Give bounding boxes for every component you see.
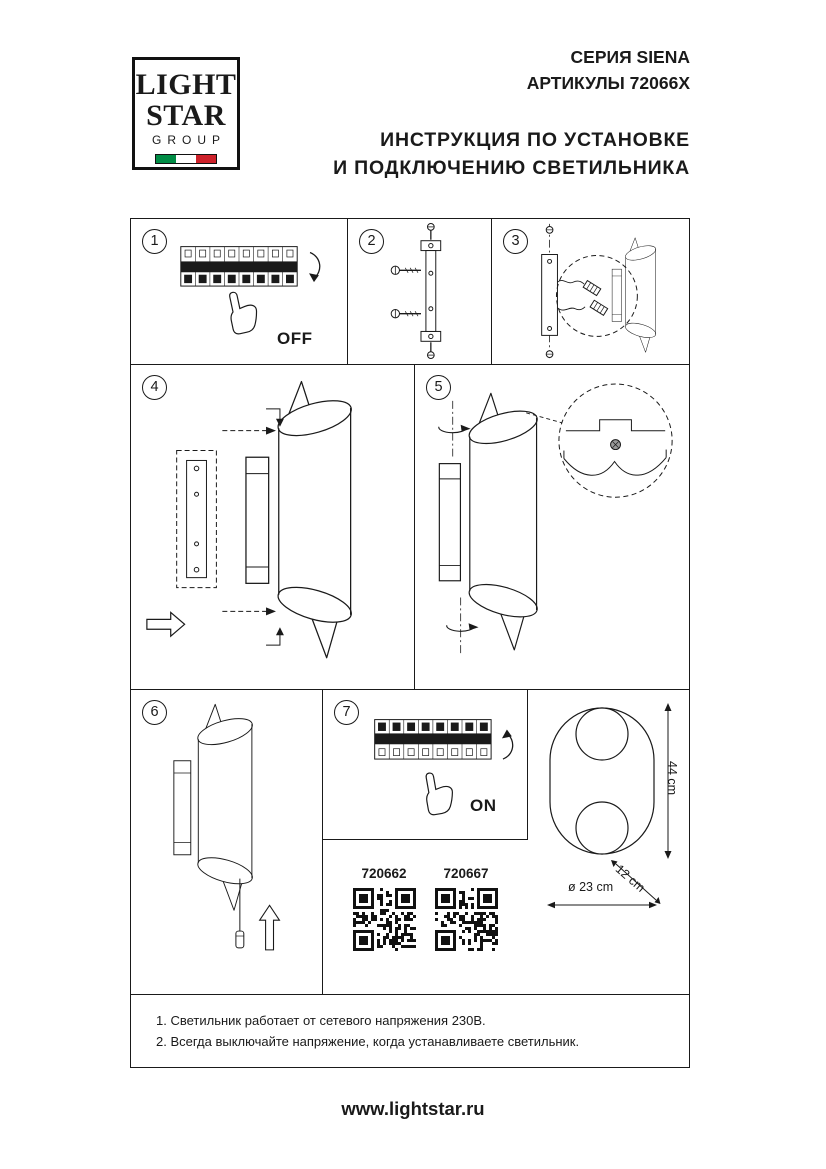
hand-icon <box>225 287 262 336</box>
circuit-breaker-icon <box>374 719 492 760</box>
dashed-arrow-icon <box>222 426 276 435</box>
step1-breaker-off-illustration <box>180 246 321 336</box>
article-qr-section: 720662 720667 <box>352 866 498 956</box>
step-number-badge: 5 <box>426 375 451 400</box>
arrowhead-icon <box>309 273 319 283</box>
screw-icon <box>390 309 421 319</box>
screw-icon <box>426 223 435 240</box>
screw-icon <box>390 265 421 275</box>
diameter-dimension-arrow <box>547 901 657 909</box>
step-5-panel: 5 <box>414 364 690 690</box>
safety-notes: 1. Светильник работает от сетевого напря… <box>130 994 690 1068</box>
doc-title: ИНСТРУКЦИЯ ПО УСТАНОВКЕ И ПОДКЛЮЧЕНИЮ СВ… <box>333 127 690 182</box>
step6-pull-cord-illustration <box>173 703 281 951</box>
bent-arrow-icon <box>266 627 284 646</box>
lamp-side-view <box>611 237 658 353</box>
step-6-panel: 6 <box>130 689 323 995</box>
height-dimension-arrow <box>664 703 672 859</box>
lamp-side-view <box>245 380 356 659</box>
article-left-code: 720662 <box>361 866 407 881</box>
mounting-plate <box>186 459 207 579</box>
product-dimensions: 44 cm 12 cm ø 23 cm <box>528 690 690 995</box>
article-code: АРТИКУЛЫ 72066X <box>526 73 690 93</box>
lamp-side-view <box>438 392 542 651</box>
pull-cord-switch <box>235 878 245 949</box>
step-2-panel: 2 <box>347 218 492 365</box>
qr-code-icon <box>434 888 498 951</box>
detail-leader-line <box>526 412 563 424</box>
hand-icon <box>421 769 457 817</box>
step-number-badge: 1 <box>142 229 167 254</box>
step-7-panel: 7 ON <box>322 689 528 840</box>
mounting-plate <box>541 254 558 336</box>
detail-circle <box>555 255 638 337</box>
website-url: www.lightstar.ru <box>341 1098 485 1119</box>
series-name: СЕРИЯ SIENA <box>570 47 690 67</box>
step-number-badge: 2 <box>359 229 384 254</box>
lamp-front-view <box>547 703 672 909</box>
circuit-breaker-icon <box>180 246 298 287</box>
step-1-panel: 1 OFF <box>130 218 348 365</box>
lightstar-logo: LIGHT STAR GROUP <box>132 57 240 170</box>
lamp-side-view <box>173 703 256 911</box>
step-number-badge: 4 <box>142 375 167 400</box>
step-number-badge: 7 <box>334 700 359 725</box>
diameter-dimension-label: ø 23 cm <box>568 880 614 894</box>
logo-word-star: STAR <box>146 99 226 132</box>
dashed-arrow-icon <box>222 607 276 616</box>
wire <box>557 306 586 311</box>
height-dimension-label: 44 cm <box>665 761 679 796</box>
step5-adjust-illustration <box>438 383 673 656</box>
step-number-badge: 3 <box>503 229 528 254</box>
article-right-code: 720667 <box>443 866 489 881</box>
series-block: СЕРИЯ SIENA АРТИКУЛЫ 72066X <box>527 44 690 96</box>
step2-bracket-illustration <box>390 223 442 359</box>
detail-view <box>558 383 673 498</box>
italian-flag-icon <box>155 154 217 164</box>
hollow-up-arrow-icon <box>258 904 281 951</box>
rotation-arrow-icon <box>446 597 479 656</box>
article-right: 720667 <box>434 866 498 956</box>
step4-mounting-illustration <box>146 380 356 659</box>
note-line-1: 1. Светильник работает от сетевого напря… <box>156 1013 486 1028</box>
wire <box>557 280 585 285</box>
arrowhead-icon <box>501 729 512 739</box>
switch-off-label: OFF <box>277 329 313 348</box>
step3-wiring-illustration <box>541 223 658 360</box>
logo-word-light: LIGHT <box>135 68 237 101</box>
hollow-arrow-icon <box>146 611 186 638</box>
step-4-panel: 4 <box>130 364 415 690</box>
logo-word-group: GROUP <box>151 133 226 147</box>
bent-arrow-icon <box>266 408 284 427</box>
wire-connector <box>589 299 609 316</box>
doc-title-line1: ИНСТРУКЦИЯ ПО УСТАНОВКЕ <box>380 129 690 151</box>
rotation-arrow-icon <box>438 400 471 459</box>
step-number-badge: 6 <box>142 700 167 725</box>
screw-icon <box>426 342 435 359</box>
step7-breaker-on-illustration <box>374 719 514 817</box>
article-left: 720662 <box>352 866 416 956</box>
depth-dimension-arrow <box>611 860 661 904</box>
note-line-2: 2. Всегда выключайте напряжение, когда у… <box>156 1034 580 1049</box>
switch-on-label: ON <box>470 796 497 815</box>
wire-connector <box>582 279 602 297</box>
step-3-panel: 3 <box>491 218 690 365</box>
doc-title-line2: И ПОДКЛЮЧЕНИЮ СВЕТИЛЬНИКА <box>333 156 690 179</box>
qr-code-icon <box>352 888 416 951</box>
